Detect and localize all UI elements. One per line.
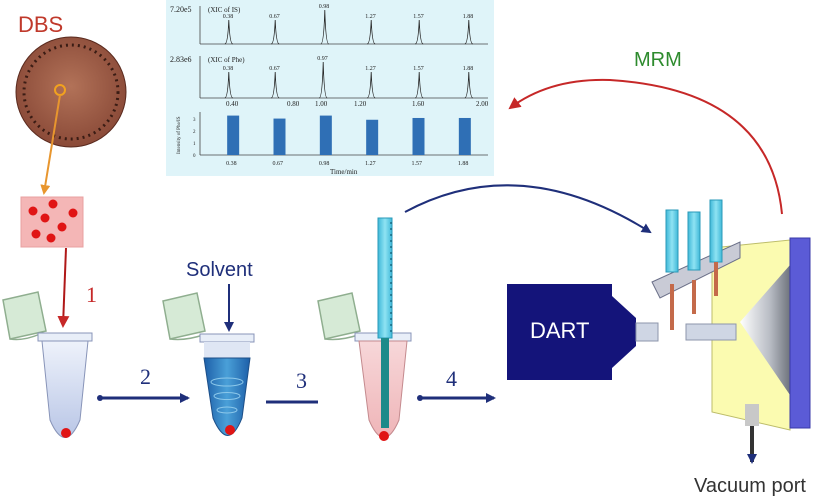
panel1-peak-label: 1.88	[463, 14, 474, 20]
panel2-peak-label: 0.97	[317, 56, 328, 62]
bar-x-tick: 0.38	[226, 161, 237, 167]
panel2-x-ticks: 0.40 0.80 1.00 1.20 1.60 2.00	[226, 100, 489, 108]
dbs-card	[15, 36, 127, 148]
panel2-peak-label: 0.67	[269, 66, 280, 72]
panel2-peak-6	[464, 71, 473, 99]
panel2-x-tick: 1.20	[354, 100, 367, 108]
tube-1	[2, 291, 93, 438]
dart-label: DART	[530, 318, 590, 343]
step-4-number: 4	[446, 366, 457, 391]
panel1-title: (XIC of IS)	[208, 6, 241, 14]
bar-y-tick: 1	[193, 142, 196, 147]
ms-inlet	[685, 237, 811, 431]
panel2-peak-label: 1.27	[365, 66, 376, 72]
vacuum-port-label: Vacuum port	[694, 475, 806, 497]
panel2-peak-2	[271, 71, 280, 99]
result-chart-panel: 7.20e5 (XIC of IS) 0.38 0.67 0.98 1.27 1.57 1…	[166, 0, 494, 176]
bar-x-tick: 0.98	[319, 161, 330, 167]
tube-3	[317, 292, 412, 441]
panel2-peak-label: 1.88	[463, 66, 474, 72]
dart-source: DART	[507, 284, 659, 380]
bar-4	[366, 119, 379, 155]
panel1-peaks: 0.38 0.67 0.98 1.27 1.57 1.88	[223, 4, 474, 45]
panel1-peak-label: 0.67	[269, 14, 280, 20]
bar-y-ticks: 0 1 2 3	[193, 118, 196, 159]
panel2-peak-label: 0.38	[223, 66, 234, 72]
transfer-arrow	[404, 184, 652, 234]
tube-2	[162, 292, 255, 436]
panel2-x-tick: 2.00	[476, 100, 489, 108]
panel2-title: (XIC of Phe)	[208, 56, 245, 64]
bar-x-tick: 1.27	[365, 161, 376, 167]
bar-y-tick: 3	[193, 118, 196, 123]
mrm-arrow	[508, 78, 783, 215]
bar-y-label: Intensity of Phe/IS	[177, 116, 182, 154]
panel2-peaks: 0.38 0.67 0.97 1.27 1.57 1.88	[223, 56, 474, 99]
step-1-arrow	[57, 247, 70, 328]
bar-x-tick: 1.57	[412, 161, 423, 167]
panel2-x-tick: 1.60	[412, 100, 425, 108]
bar-y-tick: 2	[193, 130, 196, 135]
bar-1	[227, 115, 240, 155]
step-3-number: 3	[296, 368, 307, 393]
bar-2	[273, 118, 286, 155]
panel2-scale: 2.83e6	[170, 55, 192, 64]
bar-3	[319, 115, 332, 155]
step-2-number: 2	[140, 364, 151, 389]
panel2-x-tick: 0.80	[287, 100, 300, 108]
panel2-peak-label: 1.57	[413, 66, 424, 72]
bar-6	[458, 117, 471, 155]
panel1-peak-2	[271, 19, 280, 45]
panel2-peak-4	[367, 71, 376, 99]
panel2-peak-5	[415, 71, 424, 99]
bar-x-label: Time/min	[330, 168, 358, 176]
solvent-label: Solvent	[186, 259, 253, 281]
bar-5	[412, 117, 425, 155]
bar-x-tick: 1.88	[458, 161, 469, 167]
punched-sample	[20, 196, 84, 248]
needle-rack	[651, 199, 741, 330]
panel1-peak-6	[464, 19, 473, 45]
step-1-number: 1	[86, 282, 97, 307]
panel1-peak-label: 0.98	[319, 4, 330, 10]
bar-x-ticks: 0.38 0.67 0.98 1.27 1.57 1.88	[226, 161, 468, 167]
panel2-peak-3	[318, 61, 328, 99]
mrm-label: MRM	[634, 49, 682, 71]
panel1-peak-3	[320, 9, 330, 45]
punch-arrow	[40, 94, 61, 195]
panel2-x-tick: 0.40	[226, 100, 239, 108]
bar-y-tick: 0	[193, 154, 196, 159]
panel1-peak-1	[224, 19, 233, 45]
panel1-scale: 7.20e5	[170, 5, 192, 14]
panel2-peak-1	[224, 71, 233, 99]
panel1-peak-4	[367, 19, 376, 45]
panel1-peak-label: 1.27	[365, 14, 376, 20]
sampling-needle	[377, 217, 393, 428]
panel1-peak-label: 1.57	[413, 14, 424, 20]
dbs-label: DBS	[18, 12, 63, 37]
panel1-peak-5	[415, 19, 424, 45]
bars	[227, 115, 471, 155]
panel1-peak-label: 0.38	[223, 14, 234, 20]
bar-x-tick: 0.67	[273, 161, 284, 167]
panel2-x-tick: 1.00	[315, 100, 328, 108]
